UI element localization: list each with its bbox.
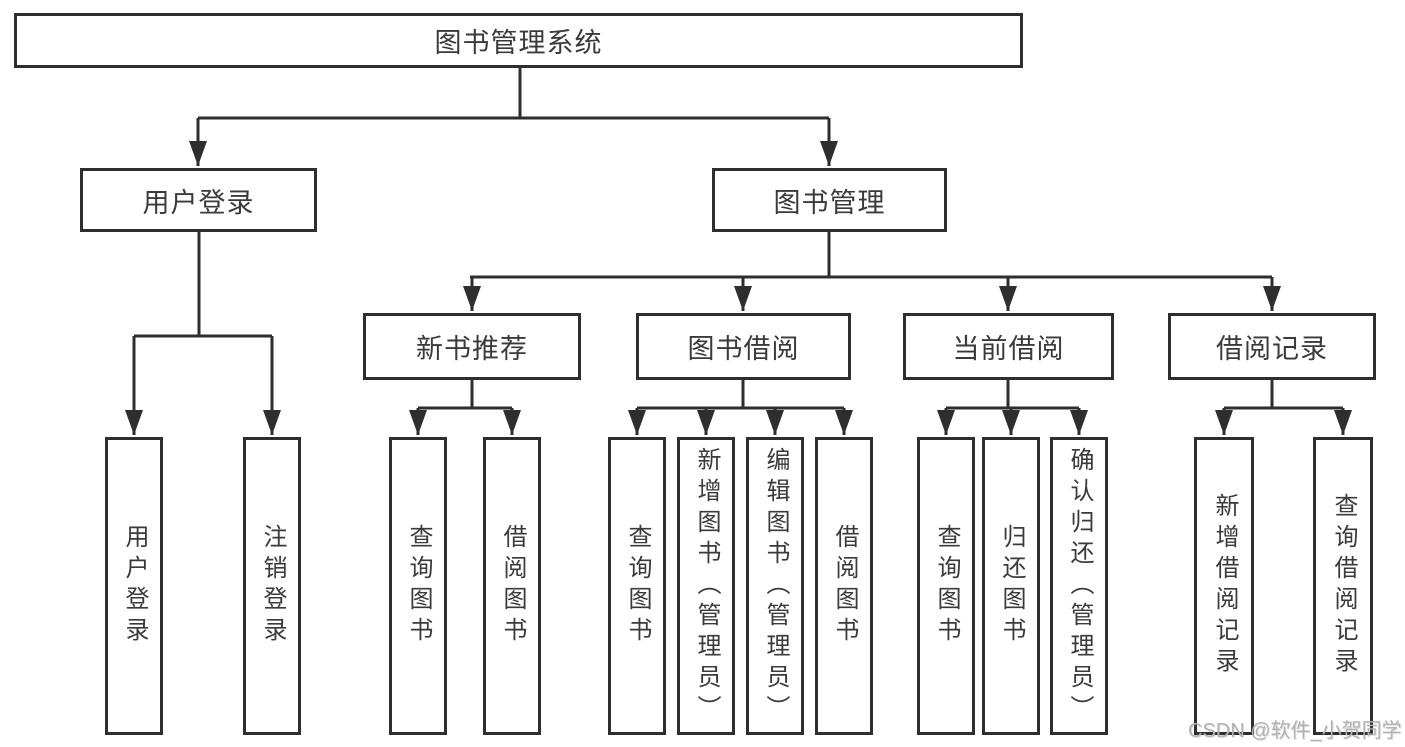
node-current-borrowing: 当前借阅 xyxy=(903,313,1114,380)
node-borrowing-records: 借阅记录 xyxy=(1168,313,1376,380)
leaf-confirm-return-admin: 确认归还（管理员） xyxy=(1050,437,1108,735)
node-label: 借阅记录 xyxy=(1216,334,1328,364)
leaf-label: 编辑图书（管理员） xyxy=(762,446,789,726)
leaf-label: 查询图书 xyxy=(405,524,432,648)
leaf-label: 查询借阅记录 xyxy=(1330,493,1357,679)
leaf-label: 查询图书 xyxy=(624,524,651,648)
node-label: 图书管理 xyxy=(773,187,886,218)
leaf-label: 新增借阅记录 xyxy=(1211,493,1238,679)
leaf-add-book-admin: 新增图书（管理员） xyxy=(677,437,735,735)
node-label: 用户登录 xyxy=(142,187,255,218)
node-label: 新书推荐 xyxy=(416,334,528,364)
leaf-query-books-recommend: 查询图书 xyxy=(389,437,447,735)
leaf-label: 确认归还（管理员） xyxy=(1066,446,1093,726)
leaf-borrow-books: 借阅图书 xyxy=(815,437,873,735)
csdn-watermark: CSDN @软件_小贺同学 xyxy=(1188,720,1402,742)
node-label: 图书借阅 xyxy=(687,334,800,364)
leaf-label: 查询图书 xyxy=(933,524,960,648)
node-new-book-recommend: 新书推荐 xyxy=(363,313,581,380)
leaf-label: 归还图书 xyxy=(998,524,1025,648)
leaf-edit-book-admin: 编辑图书（管理员） xyxy=(746,437,804,735)
leaf-query-books-borrowing: 查询图书 xyxy=(608,437,666,735)
leaf-logout: 注销登录 xyxy=(243,437,301,735)
leaf-label: 借阅图书 xyxy=(831,524,858,648)
leaf-label: 用户登录 xyxy=(121,524,148,648)
leaf-label: 新增图书（管理员） xyxy=(693,446,720,726)
node-library-management-system: 图书管理系统 xyxy=(14,13,1023,68)
node-label: 图书管理系统 xyxy=(434,28,603,58)
leaf-return-books: 归还图书 xyxy=(982,437,1040,735)
leaf-query-borrow-record: 查询借阅记录 xyxy=(1313,437,1373,735)
leaf-query-books-current: 查询图书 xyxy=(917,437,975,735)
leaf-user-login: 用户登录 xyxy=(105,437,163,735)
leaf-add-borrow-record: 新增借阅记录 xyxy=(1194,437,1254,735)
node-book-management: 图书管理 xyxy=(712,168,947,232)
node-user-login: 用户登录 xyxy=(80,168,317,232)
node-book-borrowing: 图书借阅 xyxy=(636,313,851,380)
leaf-borrow-books-recommend: 借阅图书 xyxy=(483,437,541,735)
leaf-label: 借阅图书 xyxy=(499,524,526,648)
leaf-label: 注销登录 xyxy=(259,524,286,648)
node-label: 当前借阅 xyxy=(952,334,1065,364)
